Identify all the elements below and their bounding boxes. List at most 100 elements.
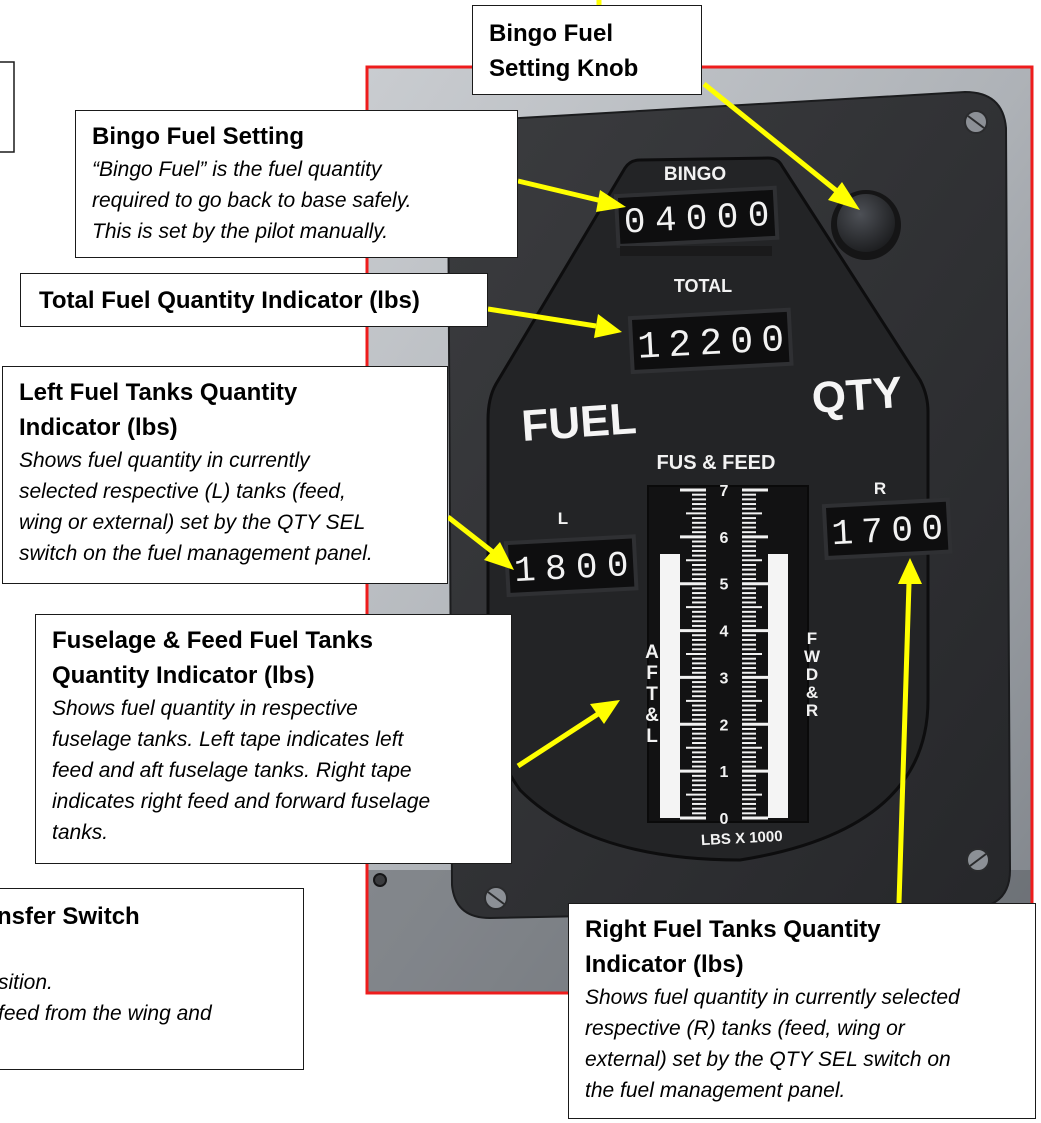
tape-scale-label: 0: [720, 811, 729, 828]
counter-digit: 0: [575, 547, 599, 589]
arrow-total: [487, 306, 622, 338]
tape-left-letter: &: [645, 705, 659, 726]
callout-transfer-line: sition.: [0, 971, 53, 994]
tape-right-letter: F: [807, 629, 817, 648]
tape-right-letter: R: [806, 701, 818, 720]
tape-scale-label: 2: [720, 717, 729, 734]
callout-right-line: the fuel management panel.: [585, 1079, 846, 1102]
counter-window: [617, 189, 776, 244]
right-label: R: [874, 479, 886, 498]
counter-window: [507, 538, 635, 593]
counter-digit: 8: [544, 548, 568, 590]
counter-digit: 0: [729, 321, 754, 365]
arrow-bingo-knob: [702, 82, 860, 210]
counter-window: [632, 311, 790, 370]
counter-digit: 0: [920, 508, 944, 550]
tape-left-letter: L: [646, 726, 658, 747]
fuel-word: FUEL: [520, 394, 638, 451]
callout-fuselage-line: fuselage tanks. Left tape indicates left: [52, 728, 404, 751]
screw-icon: [964, 110, 988, 134]
callout-transfer-line: feed from the wing and: [0, 1002, 212, 1025]
tape-scale: 7 6 5 4 3 2 1 0: [680, 483, 768, 828]
arrow-fuselage: [516, 700, 620, 769]
tape-scale-label: 6: [720, 530, 729, 547]
callout-bingo-setting-line: required to go back to base safely.: [92, 189, 412, 212]
callout-total-title: Total Fuel Quantity Indicator (lbs): [39, 287, 420, 314]
screw-icon: [484, 886, 508, 910]
callout-right-line: Shows fuel quantity in currently selecte…: [585, 986, 960, 1009]
counter-digit: 1: [636, 326, 661, 370]
bingo-knob[interactable]: [831, 190, 901, 260]
callout-right-line: external) set by the QTY SEL switch on: [585, 1048, 951, 1071]
counter-digit: 0: [747, 195, 771, 237]
screw-icon: [966, 848, 990, 872]
callout-total: Total Fuel Quantity Indicator (lbs): [20, 273, 488, 327]
total-label: TOTAL: [674, 276, 732, 296]
callout-fuselage-line: indicates right feed and forward fuselag…: [52, 790, 431, 813]
counter-digit: 4: [654, 200, 678, 242]
callout-right-title: Indicator (lbs): [585, 951, 744, 978]
callout-left-line: selected respective (L) tanks (feed,: [19, 480, 346, 503]
callout-fuselage: Fuselage & Feed Fuel Tanks Quantity Indi…: [35, 614, 512, 864]
counter-digit: 0: [890, 510, 914, 552]
callout-left-line: switch on the fuel management panel.: [19, 542, 373, 565]
tape-right-letter: &: [806, 683, 818, 702]
callout-fuselage-line: tanks.: [52, 821, 109, 844]
tape-scale-label: 3: [720, 670, 729, 687]
callout-bingo-knob-title: Bingo Fuel Setting Knob: [489, 20, 639, 82]
counter-digit: 1: [831, 513, 855, 555]
left-label: L: [558, 509, 568, 528]
qty-word: QTY: [810, 368, 904, 423]
counter-digit: 2: [667, 324, 692, 368]
bingo-underline: [620, 246, 772, 256]
tape-right: [768, 554, 788, 818]
tape-scale-label: 1: [720, 764, 729, 781]
callout-transfer: nsfer Switch sition. feed from the wing …: [0, 888, 304, 1070]
callout-bingo-setting: Bingo Fuel Setting “Bingo Fuel” is the f…: [75, 110, 518, 258]
tape-left: [660, 554, 680, 818]
partial-box: [0, 61, 15, 153]
callout-bingo-setting-line: This is set by the pilot manually.: [92, 220, 389, 243]
arrow-right: [896, 558, 922, 904]
tape-left-letter: A: [645, 642, 659, 663]
tape-right-letter: D: [806, 665, 818, 684]
callout-right-line: respective (R) tanks (feed, wing or: [585, 1017, 905, 1040]
counter-digit: 0: [760, 319, 785, 363]
counter-digit: 0: [685, 198, 709, 240]
callout-left-line: wing or external) set by the QTY SEL: [19, 511, 366, 534]
counter-digit: 0: [716, 197, 740, 239]
units-label: LBS X 1000: [701, 828, 783, 849]
fus-feed-label: FUS & FEED: [657, 452, 776, 474]
tape-scale-label: 7: [720, 483, 729, 500]
arrow-left: [446, 515, 514, 570]
bingo-label: BINGO: [664, 164, 726, 185]
tape-left-letter: F: [646, 663, 658, 684]
callout-fuselage-line: feed and aft fuselage tanks. Right tape: [52, 759, 412, 782]
tape-left-letter: T: [646, 684, 658, 705]
callout-left-title: Left Fuel Tanks Quantity: [19, 379, 298, 406]
tape-scale-label: 5: [720, 577, 729, 594]
counter-digit: 2: [698, 322, 723, 366]
callout-fuselage-title: Quantity Indicator (lbs): [52, 662, 315, 689]
arrow-bingo-setting: [517, 178, 626, 212]
counter-digit: 1: [513, 550, 537, 592]
callout-bingo-setting-title: Bingo Fuel Setting: [92, 123, 304, 150]
tape-right-letter: W: [804, 647, 821, 666]
counter-digit: 0: [606, 545, 630, 587]
fuel-tapes: [660, 554, 788, 818]
callout-left: Left Fuel Tanks Quantity Indicator (lbs)…: [2, 366, 448, 584]
callout-fuselage-title: Fuselage & Feed Fuel Tanks: [52, 627, 373, 654]
rivet-icon: [373, 873, 387, 887]
tape-scale-label: 4: [720, 624, 729, 641]
callout-transfer-title: nsfer Switch: [0, 903, 140, 930]
callout-right-title: Right Fuel Tanks Quantity: [585, 916, 881, 943]
callout-bingo-setting-line: “Bingo Fuel” is the fuel quantity: [92, 158, 382, 181]
callout-left-line: Shows fuel quantity in currently: [19, 449, 310, 472]
callout-fuselage-line: Shows fuel quantity in respective: [52, 697, 358, 720]
